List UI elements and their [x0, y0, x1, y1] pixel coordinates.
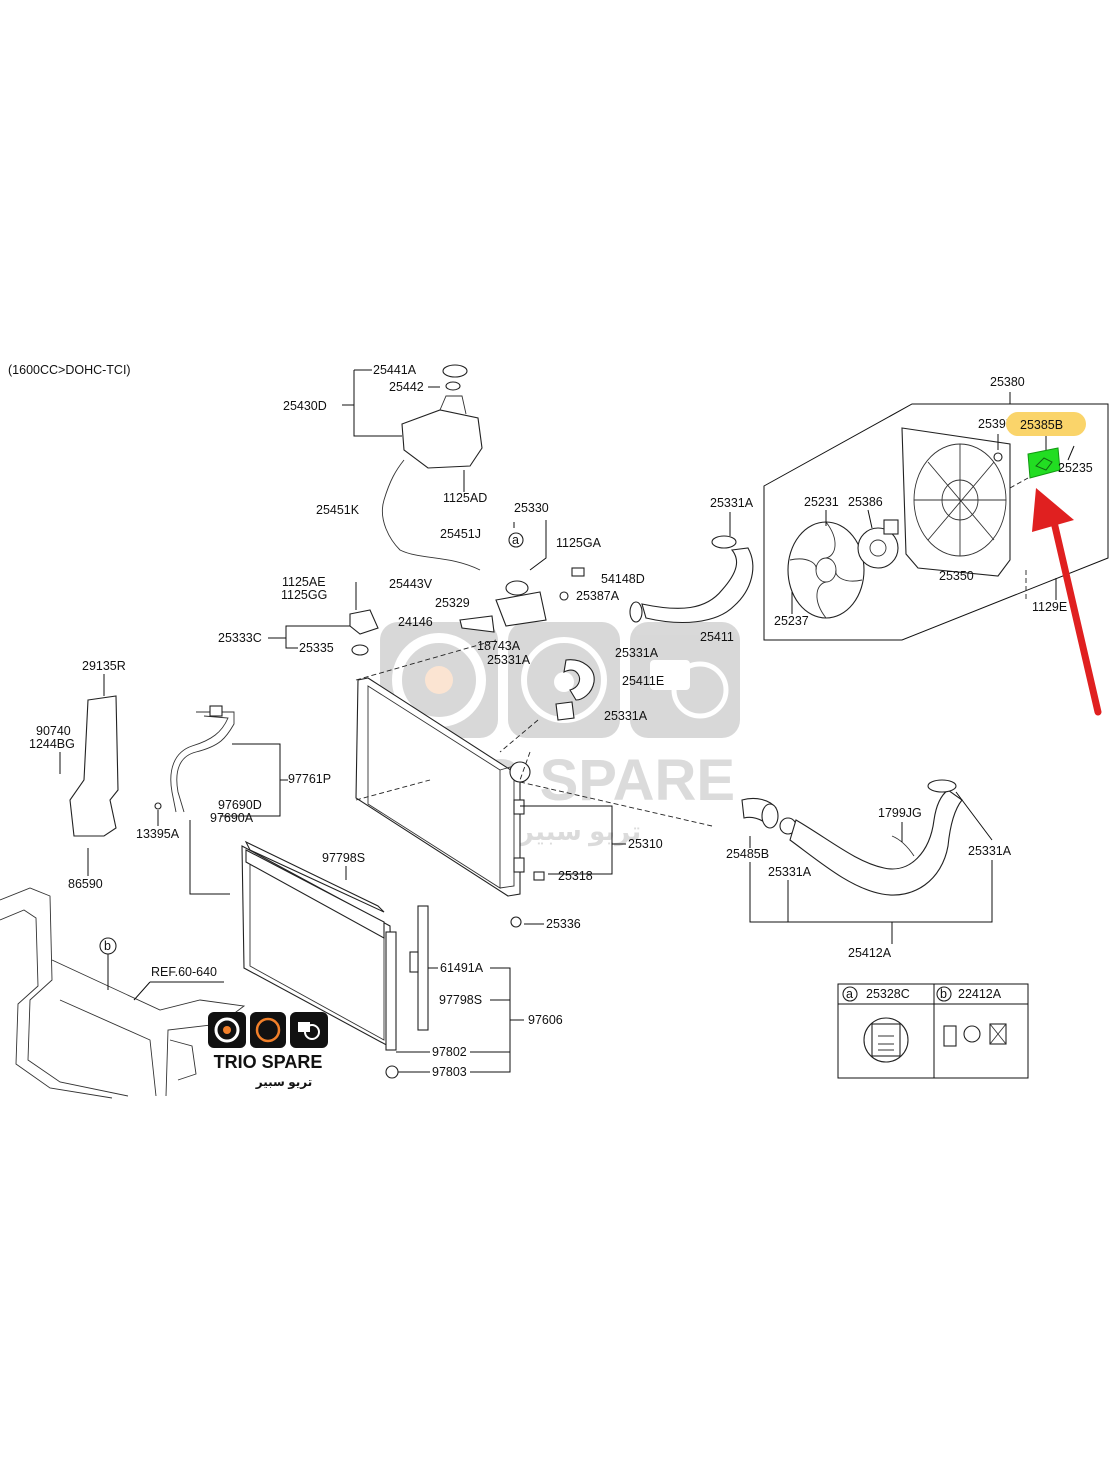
label-25451K: 25451K — [316, 503, 360, 517]
label-1125GG: 1125GG — [281, 588, 327, 602]
label-25235: 25235 — [1058, 461, 1093, 475]
label-25411E: 25411E — [622, 674, 664, 688]
label-25451J: 25451J — [440, 527, 481, 541]
label-97803: 97803 — [432, 1065, 467, 1079]
watermark-logo-small — [208, 1012, 328, 1048]
label-ref-60-640: REF.60-640 — [151, 965, 217, 979]
red-arrow — [1032, 488, 1102, 716]
label-25331A-4: 25331A — [604, 709, 648, 723]
label-25331A-6: 25331A — [968, 844, 1012, 858]
label-25395: 25395 — [978, 417, 1013, 431]
label-61491A: 61491A — [440, 961, 484, 975]
label-97802: 97802 — [432, 1045, 467, 1059]
label-25441A: 25441A — [373, 363, 417, 377]
label-25330: 25330 — [514, 501, 549, 515]
label-86590: 86590 — [68, 877, 103, 891]
label-97761P: 97761P — [288, 772, 331, 786]
condenser — [241, 840, 429, 1079]
label-1799JG: 1799JG — [878, 806, 922, 820]
label-25386: 25386 — [848, 495, 883, 509]
label-13395A: 13395A — [136, 827, 180, 841]
highlighted-part-25385B — [1027, 447, 1061, 479]
label-25333C: 25333C — [218, 631, 262, 645]
callout-b-frame: b — [104, 939, 111, 953]
label-25331A-5: 25331A — [768, 865, 812, 879]
label-25331A-3: 25331A — [615, 646, 659, 660]
label-25331A-1: 25331A — [487, 653, 531, 667]
bracket-29135R — [69, 695, 119, 837]
label-25387A: 25387A — [576, 589, 620, 603]
label-25485B: 25485B — [726, 847, 769, 861]
label-25380: 25380 — [990, 375, 1025, 389]
label-54148D: 54148D — [601, 572, 645, 586]
thermostat-housing — [459, 567, 585, 633]
label-25331A-2: 25331A — [710, 496, 754, 510]
fan-blade — [787, 521, 865, 619]
legend-table — [837, 983, 1029, 1079]
fan-shroud — [901, 427, 1011, 577]
label-25335: 25335 — [299, 641, 334, 655]
label-1125AE: 1125AE — [282, 575, 326, 589]
small-hose — [563, 659, 595, 701]
label-25412A: 25412A — [848, 946, 892, 960]
radiator — [355, 677, 545, 928]
upper-hose — [629, 535, 754, 623]
label-90740: 90740 — [36, 724, 71, 738]
legend-b-part: 22412A — [958, 987, 1002, 1001]
label-1125AD: 1125AD — [443, 491, 487, 505]
highlight-label-bg — [1006, 412, 1086, 436]
label-25310: 25310 — [628, 837, 663, 851]
label-97690A: 97690A — [210, 811, 254, 825]
legend-a-letter: a — [846, 987, 853, 1001]
label-25442: 25442 — [389, 380, 424, 394]
label-18743A: 18743A — [477, 639, 521, 653]
label-1244BG: 1244BG — [29, 737, 75, 751]
legend-b-letter: b — [940, 987, 947, 1001]
watermark-brand-arabic-small: تريو سبير — [255, 1075, 312, 1090]
ac-lines — [170, 705, 235, 813]
callout-a-small: a — [512, 533, 519, 547]
watermark-brand-small: TRIO SPARE — [214, 1052, 323, 1072]
fan-motor — [857, 519, 899, 569]
label-1129E: 1129E — [1032, 600, 1067, 614]
label-25237: 25237 — [774, 614, 809, 628]
label-25430D: 25430D — [283, 399, 327, 413]
label-25336: 25336 — [546, 917, 581, 931]
label-97798S-1: 97798S — [322, 851, 365, 865]
label-25385B-highlight: 25385B — [1020, 418, 1063, 432]
variant-label: (1600CC>DOHC-TCI) — [8, 363, 131, 377]
label-25318: 25318 — [558, 869, 593, 883]
label-24146: 24146 — [398, 615, 433, 629]
label-1125GA: 1125GA — [556, 536, 602, 550]
label-25329: 25329 — [435, 596, 470, 610]
watermark-brand-arabic: تريو سبير — [517, 816, 641, 847]
reservoir-group — [382, 364, 483, 571]
label-25411: 25411 — [700, 630, 734, 644]
label-25350: 25350 — [939, 569, 974, 583]
label-25231: 25231 — [804, 495, 839, 509]
label-97606: 97606 — [528, 1013, 563, 1027]
label-25443V: 25443V — [389, 577, 433, 591]
lower-hoses — [741, 779, 963, 896]
label-29135R: 29135R — [82, 659, 126, 673]
fan-assembly-box — [763, 403, 1109, 641]
legend-a-part: 25328C — [866, 987, 910, 1001]
label-97798S-2: 97798S — [439, 993, 482, 1007]
label-97690D: 97690D — [218, 798, 262, 812]
body-frame — [0, 887, 246, 1099]
